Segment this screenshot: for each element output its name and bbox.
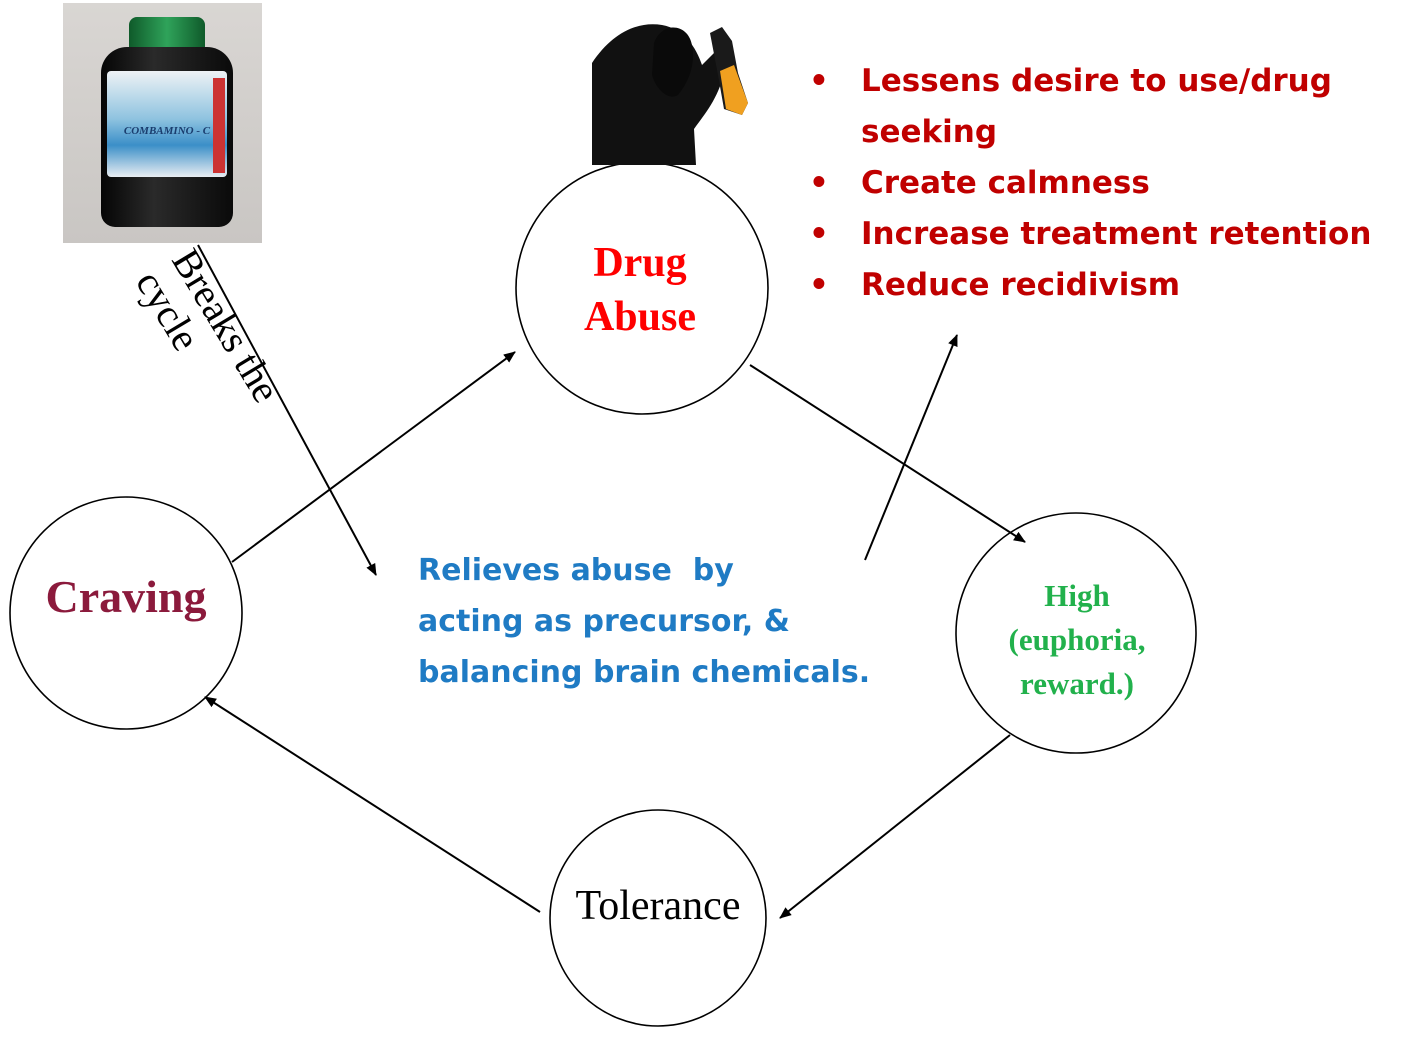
relief-text-line1: Relieves abuse by (418, 553, 734, 588)
benefit-item: Lessens desire to use/drug seeking (805, 56, 1400, 158)
benefit-item: Reduce recidivism (805, 260, 1400, 311)
tolerance-label: Tolerance (575, 883, 741, 929)
drug-abuse-label-line2: Abuse (583, 294, 697, 340)
benefits-list: Lessens desire to use/drug seeking Creat… (805, 56, 1400, 311)
benefit-item: Create calmness (805, 158, 1400, 209)
pill-bottle-photo: COMBAMINO - C (63, 3, 262, 243)
person-drinking-silhouette (592, 3, 760, 165)
craving-node (9, 496, 243, 730)
arrow-craving-to-drug-abuse (231, 351, 516, 563)
high-label: High (euphoria, reward.) (958, 574, 1196, 706)
drug-abuse-label: Drug Abuse (520, 236, 760, 344)
relief-text-line2: acting as precursor, & (418, 604, 790, 639)
craving-label: Craving (45, 571, 207, 622)
bottle-side-strip (213, 78, 225, 173)
high-label-line1: High (1044, 578, 1110, 613)
bottle-cap (129, 17, 205, 51)
tolerance-node (549, 809, 767, 1027)
relief-text: Relieves abuse by acting as precursor, &… (418, 545, 938, 698)
arrow-breaks-cycle (197, 244, 377, 576)
arrow-drug-abuse-to-high (749, 364, 1026, 543)
high-label-line3: reward.) (1020, 666, 1134, 701)
high-label-line2: (euphoria, (1008, 622, 1146, 657)
arrow-relief-to-benefits (864, 334, 958, 561)
arrow-tolerance-to-craving (204, 696, 541, 913)
relief-text-line3: balancing brain chemicals. (418, 655, 871, 690)
benefit-item: Increase treatment retention (805, 209, 1400, 260)
bottle-label: COMBAMINO - C (107, 71, 227, 177)
bottle-label-text: COMBAMINO - C (123, 125, 211, 137)
drug-abuse-label-line1: Drug (593, 240, 687, 286)
high-node (955, 512, 1197, 754)
arrow-high-to-tolerance (779, 734, 1011, 919)
